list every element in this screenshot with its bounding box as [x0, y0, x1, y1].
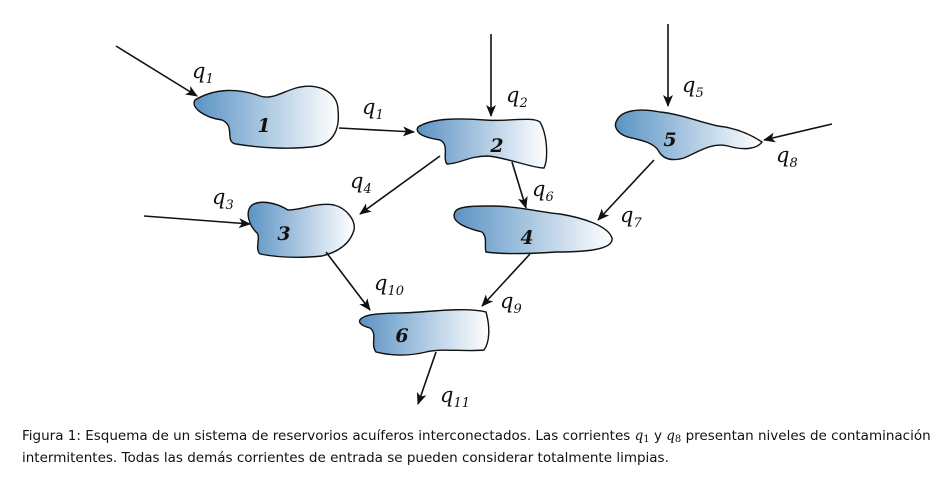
reservoir-2-label: 2	[489, 135, 503, 157]
flow-q7-arrow	[597, 159, 655, 221]
reservoir-4: 4	[453, 205, 613, 255]
caption-conj: y	[653, 428, 662, 444]
flow-q3-in-arrow	[143, 215, 251, 229]
flow-label-q3: q3	[212, 185, 234, 213]
flow-label-q6: q6	[532, 177, 554, 205]
flow-label-q10: q10	[374, 271, 404, 299]
reservoir-6: 6	[358, 308, 490, 356]
flow-q6-arrow	[511, 161, 528, 209]
flow-label-q2: q2	[506, 83, 528, 111]
flow-label-q11: q11	[440, 383, 470, 411]
flow-q1-in-arrow	[115, 45, 198, 97]
flow-label-q8: q8	[776, 143, 798, 171]
flow-q8-in-arrow	[763, 123, 833, 143]
flow-q9-arrow	[481, 253, 531, 307]
caption-suffix: presentan niveles de contaminación inter…	[22, 428, 931, 466]
reservoir-5-label: 5	[663, 129, 676, 151]
reservoir-network-diagram: 1 2 3 4 5 6 q1 q1 q2 q3 q4 q5 q6 q7 q8 q…	[115, 24, 833, 411]
flow-label-q4: q4	[350, 169, 372, 197]
reservoir-3: 3	[247, 201, 355, 259]
reservoir-4-label: 4	[520, 227, 533, 249]
flow-q11-out-arrow	[416, 351, 437, 405]
reservoir-1-label: 1	[257, 115, 270, 137]
flow-q4-arrow	[359, 155, 441, 215]
reservoir-6-label: 6	[395, 325, 408, 347]
reservoir-2: 2	[416, 118, 548, 169]
flow-label-q1-in: q1	[192, 59, 214, 87]
flow-label-q1-1to2: q1	[362, 95, 384, 123]
reservoir-1: 1	[193, 85, 340, 149]
caption-q1: q1	[634, 428, 650, 445]
reservoir-5: 5	[614, 109, 764, 161]
flow-label-q9: q9	[500, 289, 522, 317]
flow-q10-arrow	[325, 251, 371, 311]
caption-prefix: Figura 1: Esquema de un sistema de reser…	[22, 428, 631, 444]
figure-caption: Figura 1: Esquema de un sistema de reser…	[22, 427, 934, 468]
caption-q8: q8	[666, 428, 682, 445]
flow-q1-1to2-arrow	[338, 126, 415, 137]
flow-label-q7: q7	[620, 203, 642, 231]
flow-label-q5: q5	[682, 73, 704, 101]
reservoir-3-label: 3	[277, 223, 290, 245]
